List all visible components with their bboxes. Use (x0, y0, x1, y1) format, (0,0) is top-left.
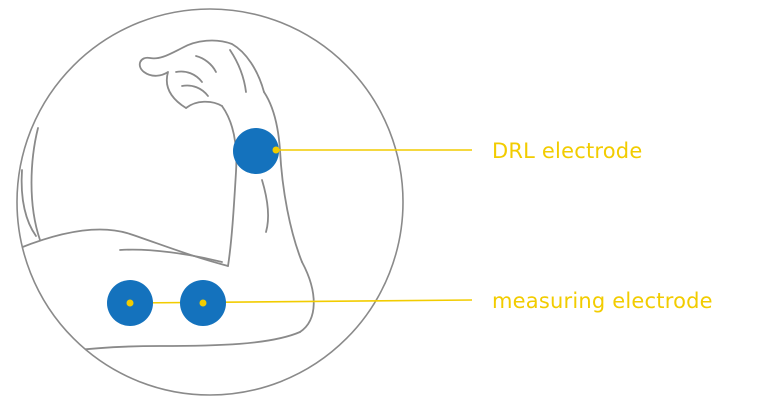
forearm-muscle-line (262, 180, 268, 232)
knuckle-line (230, 50, 246, 92)
finger-line-2 (182, 85, 208, 96)
forearm-inner-outline (222, 106, 236, 266)
upper-arm-bottom-outline (20, 332, 300, 360)
finger-line-3 (196, 56, 216, 72)
forearm-outer-outline (264, 92, 302, 262)
elbow-outline (300, 262, 314, 332)
wrist-outline (186, 102, 222, 108)
torso-inner-line (22, 170, 36, 236)
measuring-anchor-dot-1 (127, 300, 134, 307)
drl-electrode-label: DRL electrode (492, 139, 642, 163)
finger-line-1 (176, 71, 202, 82)
drl-electrode (233, 128, 279, 174)
fist-outline (140, 41, 264, 108)
drl-anchor-dot (273, 147, 280, 154)
measuring-anchor-dot-2 (200, 300, 207, 307)
arm-illustration (20, 41, 314, 360)
frame-circle (17, 9, 403, 395)
upper-arm-top-outline (20, 230, 228, 266)
torso-outline (32, 128, 41, 240)
measuring-electrode-label: measuring electrode (492, 289, 713, 313)
